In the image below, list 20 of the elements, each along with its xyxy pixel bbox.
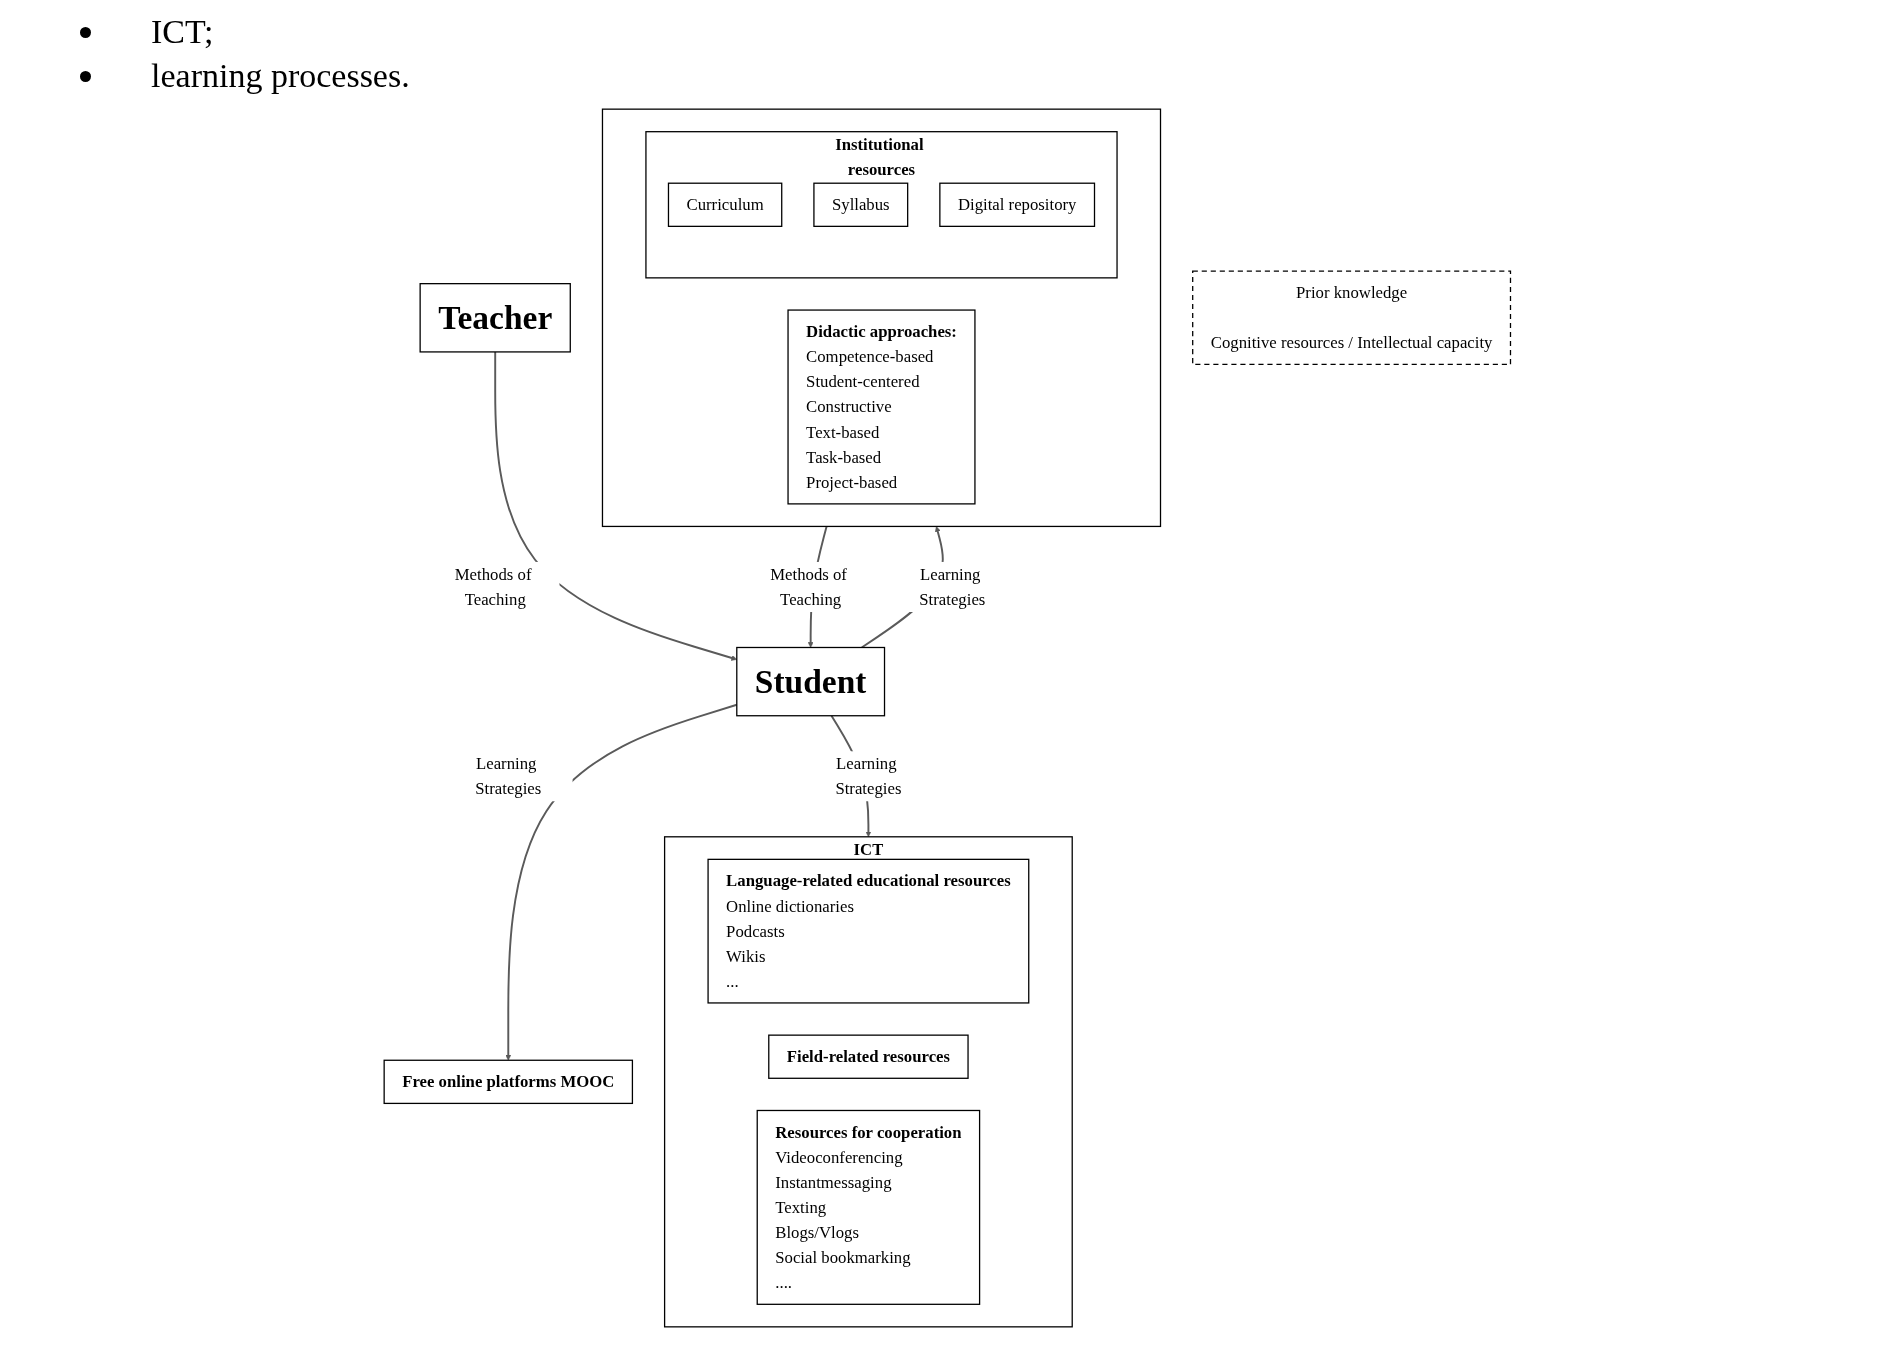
node-box: Syllabus xyxy=(812,182,908,227)
edge-label: Learning Strategies xyxy=(835,754,902,799)
node-box: Resources for cooperation Videoconferencing Instantmessaging Texting Blogs/Vlogs Social bookmarking .... xyxy=(756,1109,980,1305)
node-box: Prior knowledge Cognitive resources / Intellectual capacity xyxy=(1191,270,1511,366)
edge-label: Methods of Teaching xyxy=(769,565,847,609)
node-box: Didactic approaches: Competence-based Student-centered Constructive Text-based Task-based Project-based xyxy=(787,309,976,505)
node-box: Curriculum xyxy=(667,182,783,227)
node-box: Field-related resources xyxy=(767,1034,969,1079)
bullet-text: ICT; xyxy=(151,12,214,52)
edge-label: Methods of Teaching xyxy=(454,565,532,609)
node-box: Teacher xyxy=(419,283,571,353)
node-box: Student xyxy=(735,646,885,717)
edge-label: Learning Strategies xyxy=(918,565,986,609)
arrow xyxy=(493,350,737,661)
cluster xyxy=(601,108,1161,528)
node-box: Digital repository xyxy=(938,182,1095,227)
bullet-text: learning processes. xyxy=(151,56,410,96)
edge-label: Learning Strategies xyxy=(474,754,541,799)
node-box: Language-related educational resources Online dictionaries Podcasts Wikis ... xyxy=(707,858,1030,1004)
node-box: Free online platforms MOOC xyxy=(383,1059,633,1105)
